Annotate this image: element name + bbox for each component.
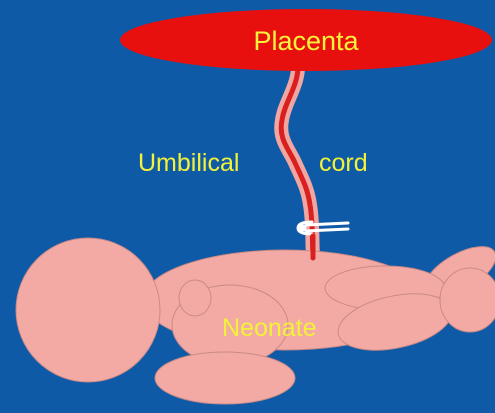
neonate-shoulder — [440, 268, 495, 332]
placenta-label: Placenta — [253, 26, 359, 56]
neonate-head — [16, 238, 160, 382]
neonate-knee — [179, 280, 211, 316]
neonate-label: Neonate — [222, 314, 317, 342]
neonate-lower-leg — [155, 352, 295, 404]
umbilical-label: Umbilical — [138, 149, 239, 177]
cord-label: cord — [319, 149, 368, 177]
